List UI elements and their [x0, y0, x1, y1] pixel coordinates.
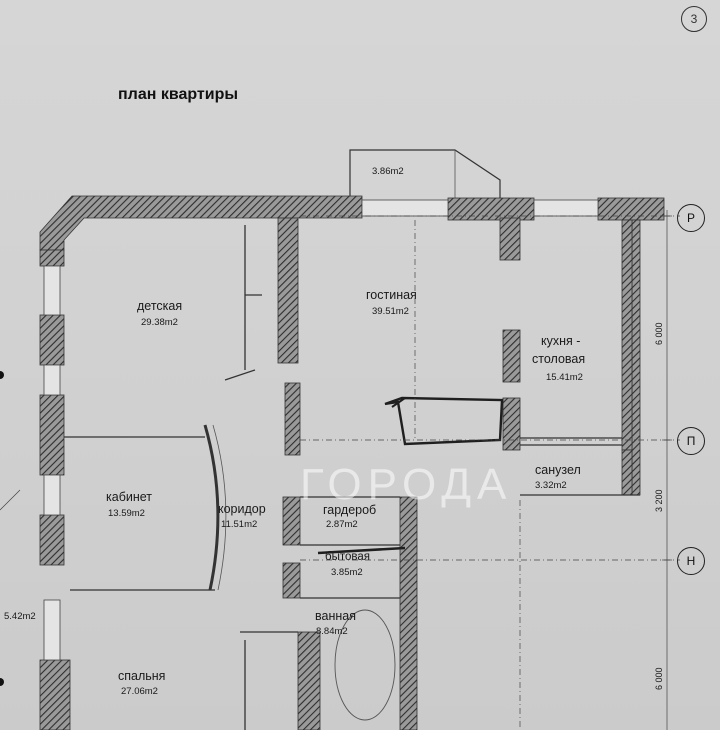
room-gostinaya-name: гостиная — [366, 288, 417, 302]
room-detskaya-area: 29.38m2 — [141, 317, 178, 328]
room-sanuzel-area: 3.32m2 — [535, 480, 567, 491]
dimension-label-2: 3 200 — [654, 489, 664, 512]
dimension-label-1: 6 000 — [654, 322, 664, 345]
page-number-badge: 3 — [681, 6, 707, 32]
room-bytovaya-area: 3.85m2 — [331, 567, 363, 578]
room-spalnya-area: 27.06m2 — [121, 686, 158, 697]
room-koridor-area: 11.51m2 — [221, 519, 258, 530]
room-detskaya-name: детская — [137, 299, 183, 313]
corridor-curve — [203, 424, 220, 591]
room-kukhnya-name-1: кухня - — [541, 334, 581, 348]
marker-sketch — [384, 396, 504, 446]
room-gostinaya-area: 39.51m2 — [372, 306, 409, 317]
room-garderob-area: 2.87m2 — [326, 519, 358, 530]
room-kabinet-name: кабинет — [106, 490, 153, 504]
room-koridor-name: коридор — [218, 502, 266, 516]
balcony-area: 3.86m2 — [372, 166, 404, 177]
room-bytovaya-name: бытовая — [325, 551, 370, 563]
outer-walls — [39, 195, 665, 730]
grid-axes — [300, 215, 680, 730]
outside-area-label: 5.42m2 — [4, 611, 36, 622]
room-vannaya-area: 8.84m2 — [316, 626, 348, 637]
room-kabinet-area: 13.59m2 — [108, 508, 145, 519]
room-sanuzel-name: санузел — [535, 463, 581, 477]
room-kukhnya-name-2: столовая — [532, 352, 586, 366]
room-vannaya-name: ванная — [315, 609, 356, 623]
room-garderob-name: гардероб — [323, 503, 377, 517]
axis-marker-n: Н — [677, 547, 705, 575]
page-title: план квартиры — [118, 86, 239, 103]
bath-fixture — [334, 609, 396, 721]
axis-marker-p: П — [677, 427, 705, 455]
partitions — [64, 225, 640, 730]
dimension-label-3: 6 000 — [654, 667, 664, 690]
watermark-text: ГОРОДА — [300, 460, 513, 509]
interior-walls — [277, 217, 633, 730]
windows — [43, 199, 599, 661]
room-kukhnya-area: 15.41m2 — [546, 372, 583, 383]
dimension-line — [662, 210, 672, 730]
axis-marker-r: Р — [677, 204, 705, 232]
room-spalnya-name: спальня — [118, 669, 166, 683]
